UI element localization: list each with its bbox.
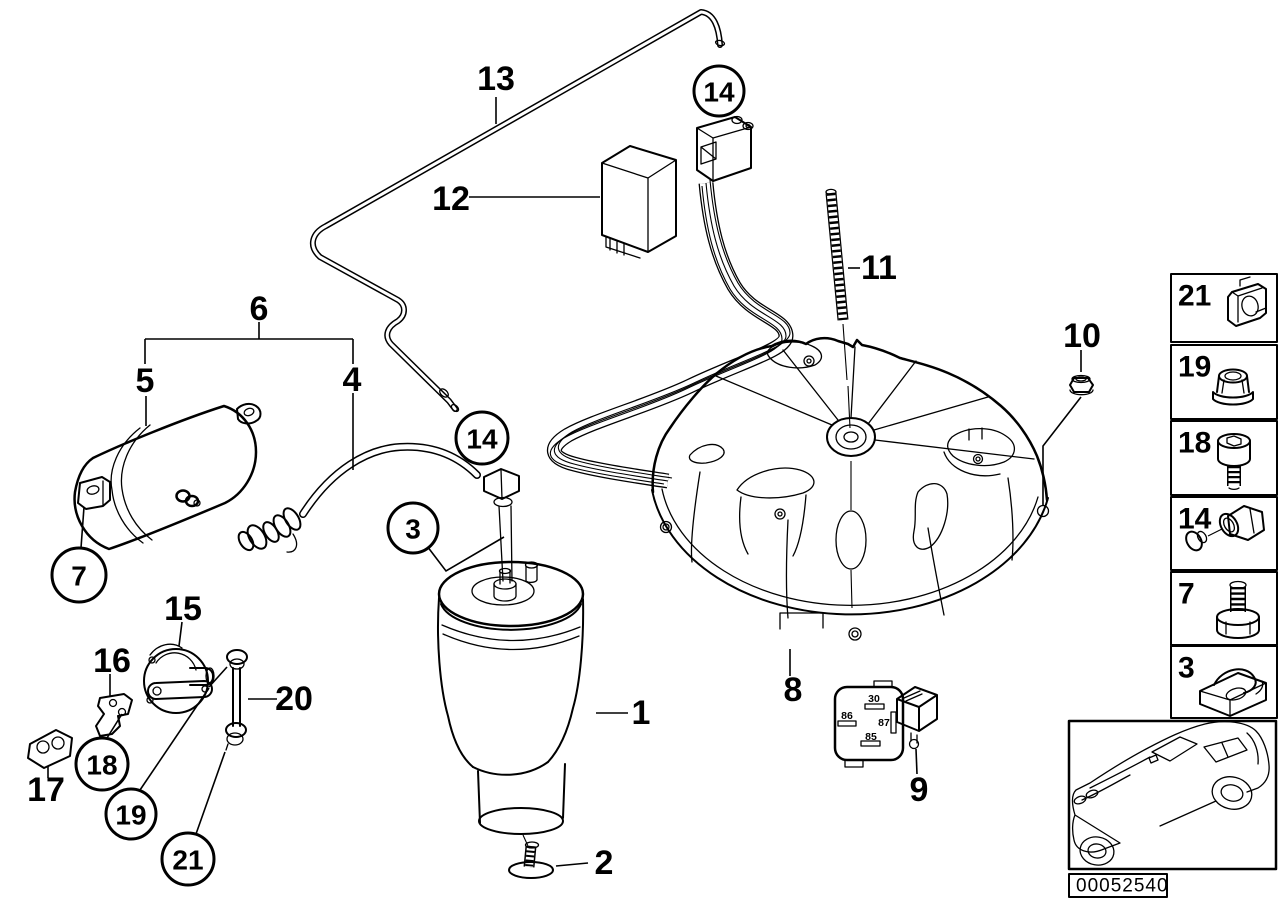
dome-cover [651, 336, 1050, 641]
callout-3[interactable]: 3 [386, 501, 440, 555]
svg-text:19: 19 [115, 800, 146, 831]
callout-21[interactable]: 21 [160, 831, 216, 887]
socket-head-screw-icon [1217, 433, 1251, 490]
u-clip-icon [1227, 276, 1267, 327]
svg-text:19: 19 [1178, 351, 1211, 384]
svg-text:14: 14 [466, 424, 498, 455]
label-13[interactable]: 13 [477, 60, 515, 98]
label-2[interactable]: 2 [595, 844, 614, 882]
label-20[interactable]: 20 [275, 680, 313, 718]
threaded-rod [825, 188, 851, 429]
svg-text:7: 7 [71, 561, 87, 592]
leader-lines [47, 97, 1082, 867]
svg-text:3: 3 [405, 514, 421, 545]
label-1[interactable]: 1 [632, 694, 651, 732]
sidebar-item-7[interactable]: 7 [1170, 571, 1278, 646]
relay: 30 86 87 85 [833, 680, 938, 768]
sidebar-item-14[interactable]: 14 [1170, 496, 1278, 571]
sidebar-item-3[interactable]: 3 [1170, 645, 1278, 719]
svg-text:14: 14 [703, 77, 735, 108]
label-11[interactable]: 11 [861, 249, 897, 287]
sidebar-item-21[interactable]: 21 [1170, 273, 1278, 343]
sidebar-item-18[interactable]: 18 [1170, 420, 1278, 496]
svg-text:7: 7 [1178, 578, 1195, 611]
union-fitting-icon [1185, 505, 1265, 552]
callout-19[interactable]: 19 [104, 787, 158, 841]
doc-number-plate: 00052540 [1068, 873, 1169, 898]
callout-14-mid[interactable]: 14 [454, 410, 510, 466]
car-outline [1071, 720, 1270, 866]
label-4[interactable]: 4 [343, 361, 362, 399]
label-8[interactable]: 8 [784, 671, 803, 709]
air-line-bundle [547, 179, 794, 489]
car-thumbnail [1067, 719, 1278, 871]
doc-number: 00052540 [1076, 876, 1169, 897]
relay-pin-85: 85 [865, 731, 877, 743]
label-10[interactable]: 10 [1063, 317, 1101, 355]
pressure-hose [237, 442, 481, 553]
callout-18[interactable]: 18 [74, 736, 130, 792]
level-sensor-assembly [27, 643, 248, 769]
relay-pin-30: 30 [868, 693, 880, 705]
callout-14-top[interactable]: 14 [692, 64, 746, 118]
cage-clip-icon [1199, 668, 1267, 717]
svg-text:3: 3 [1178, 652, 1195, 685]
svg-text:18: 18 [1178, 427, 1211, 460]
air-fitting-mid [483, 468, 520, 582]
sidebar-item-19[interactable]: 19 [1170, 344, 1278, 420]
sidebar-parts-list: 21 19 18 [1170, 273, 1278, 719]
svg-text:14: 14 [1178, 503, 1212, 536]
hex-nut [1069, 374, 1094, 396]
plug-screw-icon [1216, 580, 1260, 639]
control-unit [601, 145, 677, 259]
svg-text:18: 18 [86, 750, 117, 781]
air-spring [437, 560, 585, 847]
tube-connector-block [696, 115, 754, 182]
flange-nut-icon [1212, 368, 1254, 406]
label-15[interactable]: 15 [164, 590, 202, 628]
svg-text:21: 21 [172, 845, 203, 876]
label-17[interactable]: 17 [27, 771, 65, 809]
label-5[interactable]: 5 [136, 362, 155, 400]
part-labels: 1 2 4 5 6 8 9 10 11 12 13 15 16 17 20 [27, 60, 1101, 882]
relay-pin-86: 86 [841, 710, 853, 722]
label-16[interactable]: 16 [93, 642, 131, 680]
label-6[interactable]: 6 [250, 290, 269, 328]
callout-7[interactable]: 7 [50, 546, 108, 604]
air-line-13 [309, 9, 726, 413]
svg-text:21: 21 [1178, 280, 1211, 313]
relay-pin-87: 87 [878, 717, 890, 729]
pressure-accumulator [73, 402, 262, 551]
base-screw [508, 841, 554, 879]
label-9[interactable]: 9 [910, 771, 929, 809]
label-12[interactable]: 12 [432, 180, 470, 218]
